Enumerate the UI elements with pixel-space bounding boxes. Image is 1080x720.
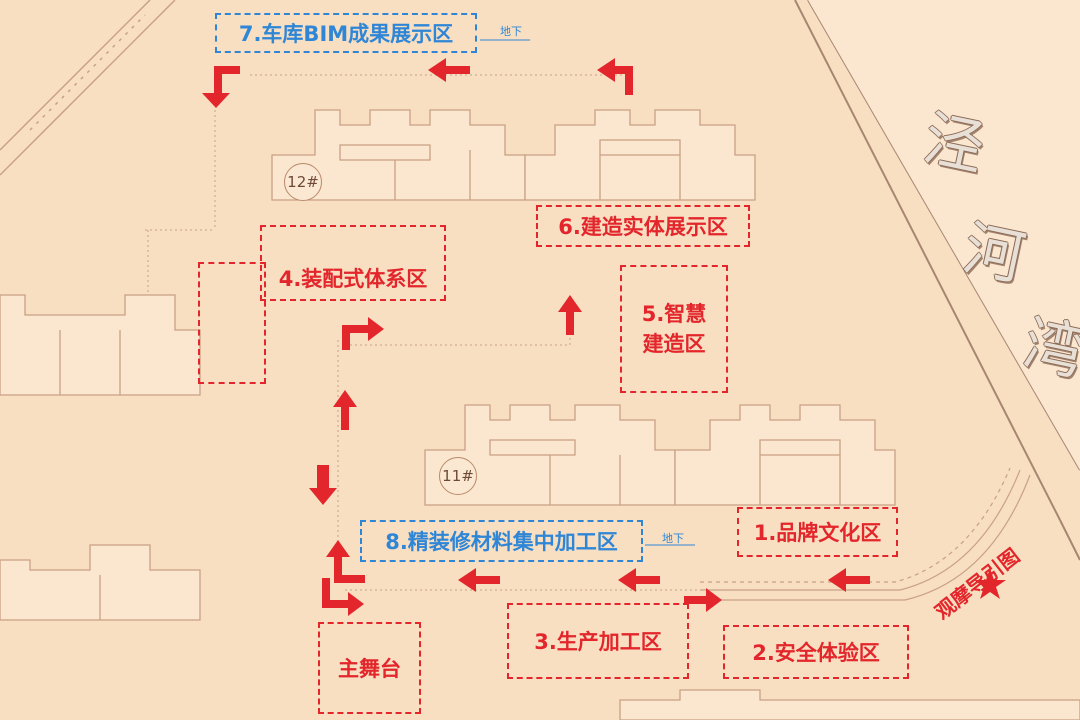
star-icon bbox=[974, 568, 1006, 599]
main-stage[interactable]: 主舞台 bbox=[318, 622, 421, 714]
building-12-outline bbox=[271, 109, 756, 201]
zone-4-sub-area bbox=[198, 262, 266, 384]
zone-6-construction-display[interactable]: 6.建造实体展示区 bbox=[536, 205, 750, 247]
zone-4-label: 4.装配式体系区 bbox=[278, 267, 428, 291]
zone-7-label: 7.车库BIM成果展示区 bbox=[238, 22, 454, 46]
zone-5-label-line1: 5.智慧 bbox=[641, 302, 707, 326]
zone-5-label-line2: 建造区 bbox=[642, 332, 706, 356]
arrow-top-left-pointing bbox=[428, 58, 470, 82]
zone-2-safety-experience[interactable]: 2.安全体验区 bbox=[723, 625, 909, 679]
zone-8-label: 8.精装修材料集中加工区 bbox=[385, 530, 618, 554]
zone-6-label: 6.建造实体展示区 bbox=[558, 215, 728, 239]
zone-2-label: 2.安全体验区 bbox=[752, 641, 880, 665]
main-stage-label: 主舞台 bbox=[338, 657, 401, 681]
zone-1-label: 1.品牌文化区 bbox=[753, 521, 882, 545]
zone-1-brand-culture[interactable]: 1.品牌文化区 bbox=[737, 507, 898, 557]
arrow-left-mid bbox=[458, 568, 500, 592]
building-bottom-left-outline bbox=[0, 544, 201, 621]
zone-7-garage-bim[interactable]: 7.车库BIM成果展示区 bbox=[215, 13, 477, 53]
arrow-right-zone2 bbox=[684, 588, 722, 612]
zone-3-production[interactable]: 3.生产加工区 bbox=[507, 603, 689, 679]
zone-8-finishing-materials[interactable]: 8.精装修材料集中加工区 bbox=[360, 520, 643, 562]
visit-route bbox=[145, 74, 700, 591]
building-11-outline bbox=[424, 404, 896, 506]
arrow-right-corner bbox=[342, 317, 384, 350]
route-arrows bbox=[202, 58, 870, 616]
arrow-top-right bbox=[597, 58, 633, 95]
building-bottom-right-outline bbox=[619, 689, 1080, 720]
building-11-label: 11# bbox=[439, 457, 477, 495]
arrow-top-left-corner bbox=[202, 66, 240, 108]
arrow-up-zone5 bbox=[558, 295, 582, 335]
arrow-left-mid2 bbox=[618, 568, 660, 592]
arrow-up-corner-zone8 bbox=[326, 540, 365, 583]
road-bottom-right bbox=[700, 467, 1031, 601]
arrow-left-right bbox=[828, 568, 870, 592]
underground-note-mid: 地下 bbox=[662, 532, 684, 545]
zone-3-label: 3.生产加工区 bbox=[534, 630, 662, 654]
zone-4-assembly-system[interactable]: 4.装配式体系区 bbox=[260, 225, 446, 301]
building-12-label: 12# bbox=[284, 163, 322, 201]
underground-leaders bbox=[480, 39, 695, 546]
arrow-down-left-route bbox=[309, 465, 337, 505]
building-left-outline bbox=[0, 294, 201, 396]
underground-note-top: 地下 bbox=[500, 25, 522, 38]
zone-5-smart-construction[interactable]: 5.智慧 建造区 bbox=[620, 265, 728, 393]
arrow-up-left-route bbox=[333, 390, 357, 430]
road-top-left bbox=[0, 0, 176, 176]
river-area bbox=[808, 0, 1080, 470]
arrow-right-to-stage bbox=[322, 578, 364, 616]
